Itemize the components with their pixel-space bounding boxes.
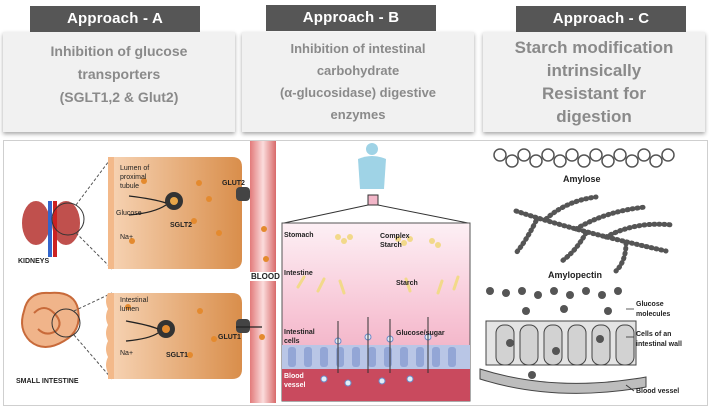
amylopectin-branch-icon xyxy=(513,194,675,274)
approach-b-line-3: (α-glucosidase) digestive xyxy=(279,85,437,100)
glucose-sugar-label: Glucose/sugar xyxy=(396,330,445,337)
intestine-label: Intestine xyxy=(284,270,313,277)
small-intestine-icon xyxy=(21,291,80,348)
approach-b-line-1: Inhibition of intestinal xyxy=(290,41,426,56)
human-body-icon xyxy=(358,143,386,189)
approach-c-panel xyxy=(483,32,705,132)
approach-c-line-4: digestion xyxy=(556,107,632,126)
approach-b-panel xyxy=(242,32,474,132)
complex-starch-label: Complex Starch xyxy=(380,233,410,249)
intestinal-wall-icon xyxy=(479,320,647,394)
sglt1-label: SGLT1 xyxy=(166,352,189,359)
blood-vessel-label-c: Blood vessel xyxy=(636,388,680,395)
intestine-sodium-label: Na+ xyxy=(120,350,134,357)
lumen-label: Lumen of proximal tubule xyxy=(120,165,150,190)
amylose-label: Amylose xyxy=(563,174,601,184)
blood-vessel-label-b: Blood vessel xyxy=(284,373,306,389)
kidneys-label: KIDNEYS xyxy=(18,258,50,265)
approach-a-line-1: Inhibition of glucose xyxy=(50,43,188,59)
approach-a-panel xyxy=(3,32,235,132)
glucose-molecules-label: Glucose molecules xyxy=(636,301,671,318)
intestinal-cells-label: Intestinal cells xyxy=(284,329,315,345)
approach-a-line-3: (SGLT1,2 & Glut2) xyxy=(59,89,179,105)
approach-b-title: Approach - B xyxy=(266,5,436,31)
approach-b-line-4: enzymes xyxy=(330,107,386,122)
glut2-label: GLUT2 xyxy=(222,180,245,187)
approach-a-line-2: transporters xyxy=(77,66,161,82)
digestion-illustration xyxy=(281,143,471,402)
starch-structure-illustration xyxy=(479,148,675,394)
approach-b-description: Inhibition of intestinal carbohydrate (α… xyxy=(242,38,474,126)
blood-label: BLOOD xyxy=(250,272,281,281)
amylopectin-label: Amylopectin xyxy=(548,270,603,280)
intestinal-lumen-label: Intestinal lumen xyxy=(120,297,149,313)
approach-a-title: Approach - A xyxy=(30,6,200,32)
glut1-label: GLUT1 xyxy=(218,334,241,341)
transporter-illustration xyxy=(21,141,276,403)
approach-b-line-2: carbohydrate xyxy=(316,63,400,78)
glut1-transporter-icon xyxy=(236,319,250,333)
approach-c-line-2: intrinsically xyxy=(546,61,642,80)
amylose-chain-icon xyxy=(493,148,675,168)
kidney-icon xyxy=(22,201,80,257)
stomach-label: Stomach xyxy=(284,232,314,239)
approach-c-title: Approach - C xyxy=(516,6,686,32)
sglt2-label: SGLT2 xyxy=(170,222,193,229)
small-intestine-label: SMALL INTESTINE xyxy=(16,378,79,385)
approach-a-description: Inhibition of glucose transporters (SGLT… xyxy=(3,40,235,109)
approach-c-line-3: Resistant for xyxy=(542,84,646,103)
starch-label: Starch xyxy=(396,280,418,287)
approach-c-line-1: Starch modification xyxy=(514,38,674,57)
glut2-transporter-icon xyxy=(236,187,250,201)
glucose-label: Glucose xyxy=(116,210,142,217)
intestinal-wall-cells-label: Cells of an intestinal wall xyxy=(636,331,682,348)
blood-vessel-band xyxy=(282,369,470,401)
kidney-sodium-label: Na+ xyxy=(120,234,134,241)
approach-c-description: Starch modification intrinsically Resist… xyxy=(483,36,705,128)
